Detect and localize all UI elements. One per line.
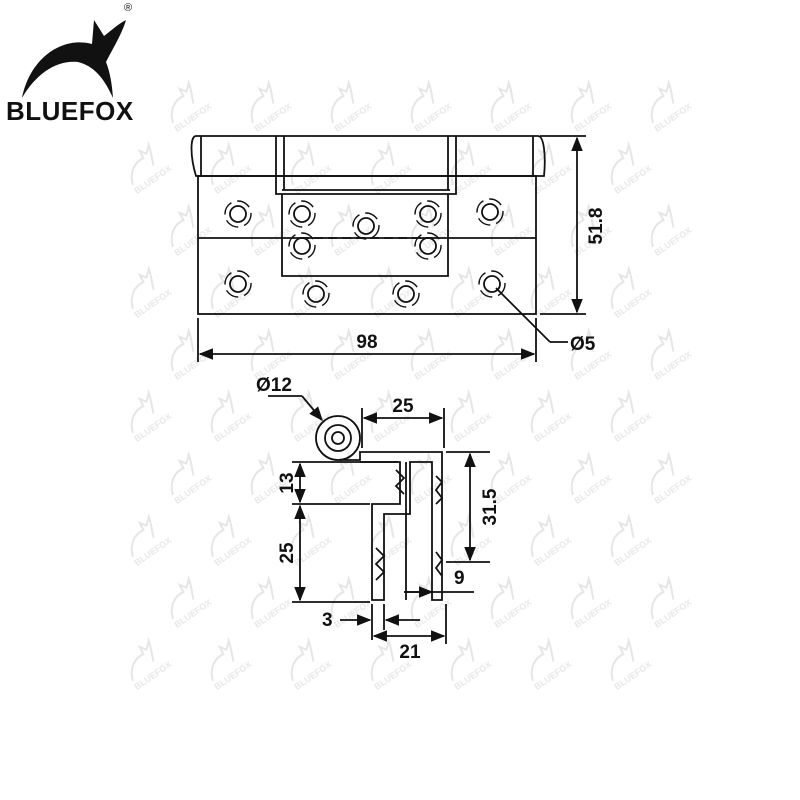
right-height-label: 31.5 (480, 488, 501, 525)
width-label: 98 (356, 332, 377, 353)
brand-name: BLUEFOX (6, 96, 134, 126)
screw-hole (224, 270, 252, 298)
screw-hole (414, 200, 442, 228)
screw-hole (288, 232, 316, 260)
thickness-label: 3 (322, 610, 333, 631)
fox-logo-icon (22, 20, 126, 98)
side-view (315, 415, 444, 601)
screw-holes (224, 198, 506, 308)
bottom-width-label: 21 (399, 642, 421, 663)
lower-leaf-label: 25 (277, 542, 298, 564)
screw-hole (414, 232, 442, 260)
screw-hole (302, 280, 330, 308)
screw-hole (478, 270, 506, 298)
front-view (190, 135, 546, 315)
knuckle-diameter-label: Ø12 (256, 375, 292, 396)
height-label: 51.8 (586, 208, 607, 245)
screw-hole (352, 212, 380, 240)
top-offset-label: 25 (392, 396, 414, 417)
hole-diameter-label: Ø5 (570, 334, 596, 355)
side-view-dimensions (268, 395, 490, 644)
front-view-dimensions (197, 135, 586, 362)
screw-hole (476, 198, 504, 226)
gap-label: 9 (454, 568, 465, 589)
registered-mark: ® (124, 2, 133, 14)
screw-hole (224, 200, 252, 228)
upper-leaf-label: 13 (277, 472, 298, 493)
screw-hole (288, 200, 316, 228)
screw-hole (392, 280, 420, 308)
